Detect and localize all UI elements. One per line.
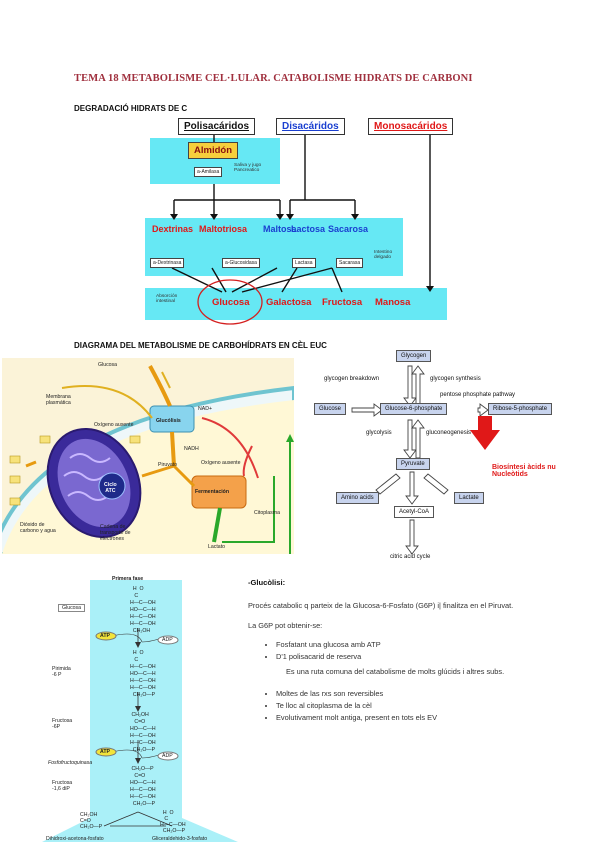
cell-nad: NAD+: [198, 406, 212, 412]
cell-piruvato: Piruvato: [158, 462, 178, 468]
cell-fermentacion: Fermentación: [195, 489, 230, 495]
pathway-gliceraldehido: Gliceraldehido-3-fosfato: [152, 836, 208, 842]
pathway-f16p-structure: CH₂O—P C=O HO—C—H H—C—OH H—C—OH CH₂O—P: [130, 766, 156, 807]
digestion-arrows: [170, 132, 434, 325]
header-polisacaridos: Polisacáridos: [178, 118, 256, 135]
metabolism-arrows: [351, 365, 500, 555]
pathway-dhap-structure: CH₂OH C=O CH₂O—P: [80, 812, 103, 830]
node-ribose-5-phosphate: Ribose-5-phosphate: [488, 403, 553, 415]
mono-manosa: Manosa: [375, 297, 411, 308]
digestion-diagram: Polisacáridos Disacáridos Monosacáridos …: [142, 114, 454, 326]
cell-oxigeno-2: Oxígeno ausente: [201, 460, 241, 466]
mono-glucosa: Glucosa: [212, 297, 250, 308]
product-lactosa: Lactosa: [291, 224, 326, 234]
label-citric-acid-cycle: citric acid cycle: [390, 554, 431, 560]
node-amino-acids: Amino acids: [336, 492, 379, 504]
section-heading-degradacio: DEGRADACIÓ HIDRATS DE C: [74, 104, 188, 113]
header-monosacaridos: Monosacáridos: [368, 118, 454, 135]
list-item: Fosfatant una glucosa amb ATP: [276, 640, 548, 649]
cell-cadena: Cadena de transporte de electrones: [100, 524, 131, 542]
mono-fructosa: Fructosa: [322, 297, 363, 308]
product-dextrinas: Dextrinas: [152, 224, 194, 234]
pathway-g3p-structure: H O C H—C—OH CH₂O—P: [160, 810, 186, 834]
pathway-atp-1: ATP: [100, 633, 110, 639]
pathway-dihidroxi: Dihidroxi-acetona-fosfato: [46, 836, 104, 842]
pathway-f6p-structure: CH₂OH C=O HO—C—H H—C—OH H—C—OH CH₂O—P: [130, 712, 156, 753]
section-heading-diagrama: DIAGRAMA DEL METABOLISME DE CARBOHÍDRATS…: [74, 341, 327, 350]
pathway-fructosa16: Fructosa -1,6 diP: [52, 780, 73, 792]
enzyme-glucosidasa: a-Glucosidasa: [222, 258, 260, 268]
pathway-phase: Primera fase: [112, 576, 144, 582]
list-item: Te lloc al citoplasma de la cèl: [276, 701, 548, 710]
pathway-fosfofructoquinasa: Fosfofructoquinasa: [48, 760, 93, 766]
absorption-box: [145, 288, 447, 320]
glucolisi-list-1: Fosfatant una glucosa amb ATP D'1 polisa…: [262, 640, 548, 661]
product-maltosa: Maltosa: [263, 224, 297, 234]
glucolisi-heading: -Glucòlisi:: [248, 578, 286, 587]
cell-membrana: Membrana plasmática: [46, 394, 71, 406]
label-gluconeogenesis: gluconeogenesis: [426, 430, 472, 436]
cell-illustration: Glucosa Membrana plasmática Oxígeno ause…: [2, 358, 294, 554]
label-pentose-pathway: pentose phosphate pathway: [440, 392, 516, 398]
pathway-g6p-structure: H O C H—C—OH HO—C—H H—C—OH H—C—OH CH₂O—P: [130, 650, 156, 698]
glycolysis-pathway: Primera fase Glucosa H O C H—C—OH HO—C—H…: [42, 574, 242, 846]
cell-citoplasma: Citoplasma: [254, 510, 280, 516]
glucolisi-p2: La G6P pot obtenir-se:: [248, 621, 323, 630]
node-glycogen: Glycogen: [396, 350, 432, 362]
almidon-label: Almidón: [188, 142, 238, 159]
list-item: Evolutivament molt antiga, present en to…: [276, 713, 548, 722]
glucolisi-text: -Glucòlisi: Procés catabolic q parteix d…: [248, 578, 548, 725]
pathway-fructosa6p: Fructosa -6P: [52, 718, 73, 730]
page-title: TEMA 18 METABOLISME CEL·LULAR. CATABOLIS…: [74, 73, 473, 84]
product-maltotriosa: Maltotriosa: [199, 224, 248, 234]
list-item: Moltes de las rxs son reversibles: [276, 689, 548, 698]
enzyme-lactasa: Lactasa: [292, 258, 316, 268]
node-acetyl-coa: Acetyl-CoA: [394, 506, 435, 518]
cell-glucolisis: Glucólisis: [156, 418, 181, 424]
mono-galactosa: Galactosa: [266, 297, 312, 308]
saliva-note: Saliva y jugo Pancreatico: [234, 163, 262, 173]
header-disacaridos: Disacáridos: [276, 118, 345, 135]
pathway-band: [42, 580, 238, 842]
list-item: D'1 polisacarid de reserva: [276, 652, 548, 661]
label-glycogen-synthesis: glycogen synthesis: [430, 376, 481, 382]
node-glucose: Glucose: [314, 403, 347, 415]
pathway-glucose-structure: H O C H—C—OH HO—C—H H—C—OH H—C—OH CH₂OH: [130, 586, 156, 634]
label-glycolysis: glycolysis: [366, 430, 392, 436]
node-glucose-6-phosphate: Glucose-6-phosphate: [380, 403, 448, 415]
enzyme-dextrinasa: a-Dextrinasa: [150, 258, 185, 268]
pathway-adp-1: ADP: [162, 637, 173, 643]
cell-co2: Dióxido de carbono y agua: [20, 522, 56, 534]
glucolisi-p3: Es una ruta comuna del catabolisme de mo…: [286, 667, 505, 676]
cell-oxigeno: Oxígeno ausente: [94, 422, 134, 428]
cell-lactato: Lactato: [208, 544, 226, 550]
pathway-adp-2: ADP: [162, 753, 173, 759]
pathway-pirimida: Pirimida -6 P: [52, 666, 71, 678]
label-biosintesi: Biosíntesi àcids nu Nucleòtids: [492, 464, 556, 478]
enzyme-sacarasa: Sacarasa: [336, 258, 364, 268]
pathway-atp-2: ATP: [100, 749, 110, 755]
cell-drawing: [2, 365, 294, 554]
cell-glucose-in: Glucosa: [98, 362, 118, 368]
node-pyruvate: Pyruvate: [396, 458, 430, 470]
cell-ciclo: Ciclo ATC: [104, 482, 117, 494]
glucolisi-p1: Procés catabolic q parteix de la Glucosa…: [248, 601, 514, 610]
pathway-glucosa: Glucosa: [58, 604, 86, 612]
absorcion-note: Absorción intestinal: [156, 294, 178, 304]
metabolism-map: Glycogen glycogen breakdown glycogen syn…: [308, 346, 599, 564]
cell-nadh: NADH: [184, 446, 199, 452]
glucolisi-list-2: Moltes de las rxs son reversibles Te llo…: [262, 689, 548, 722]
node-lactate: Lactate: [454, 492, 484, 504]
label-glycogen-breakdown: glycogen breakdown: [324, 376, 380, 382]
intestino-note: Intestino delgado: [374, 250, 393, 260]
enzyme-amilasa: a-Amilasa: [194, 167, 223, 177]
product-sacarosa: Sacarosa: [328, 224, 369, 234]
